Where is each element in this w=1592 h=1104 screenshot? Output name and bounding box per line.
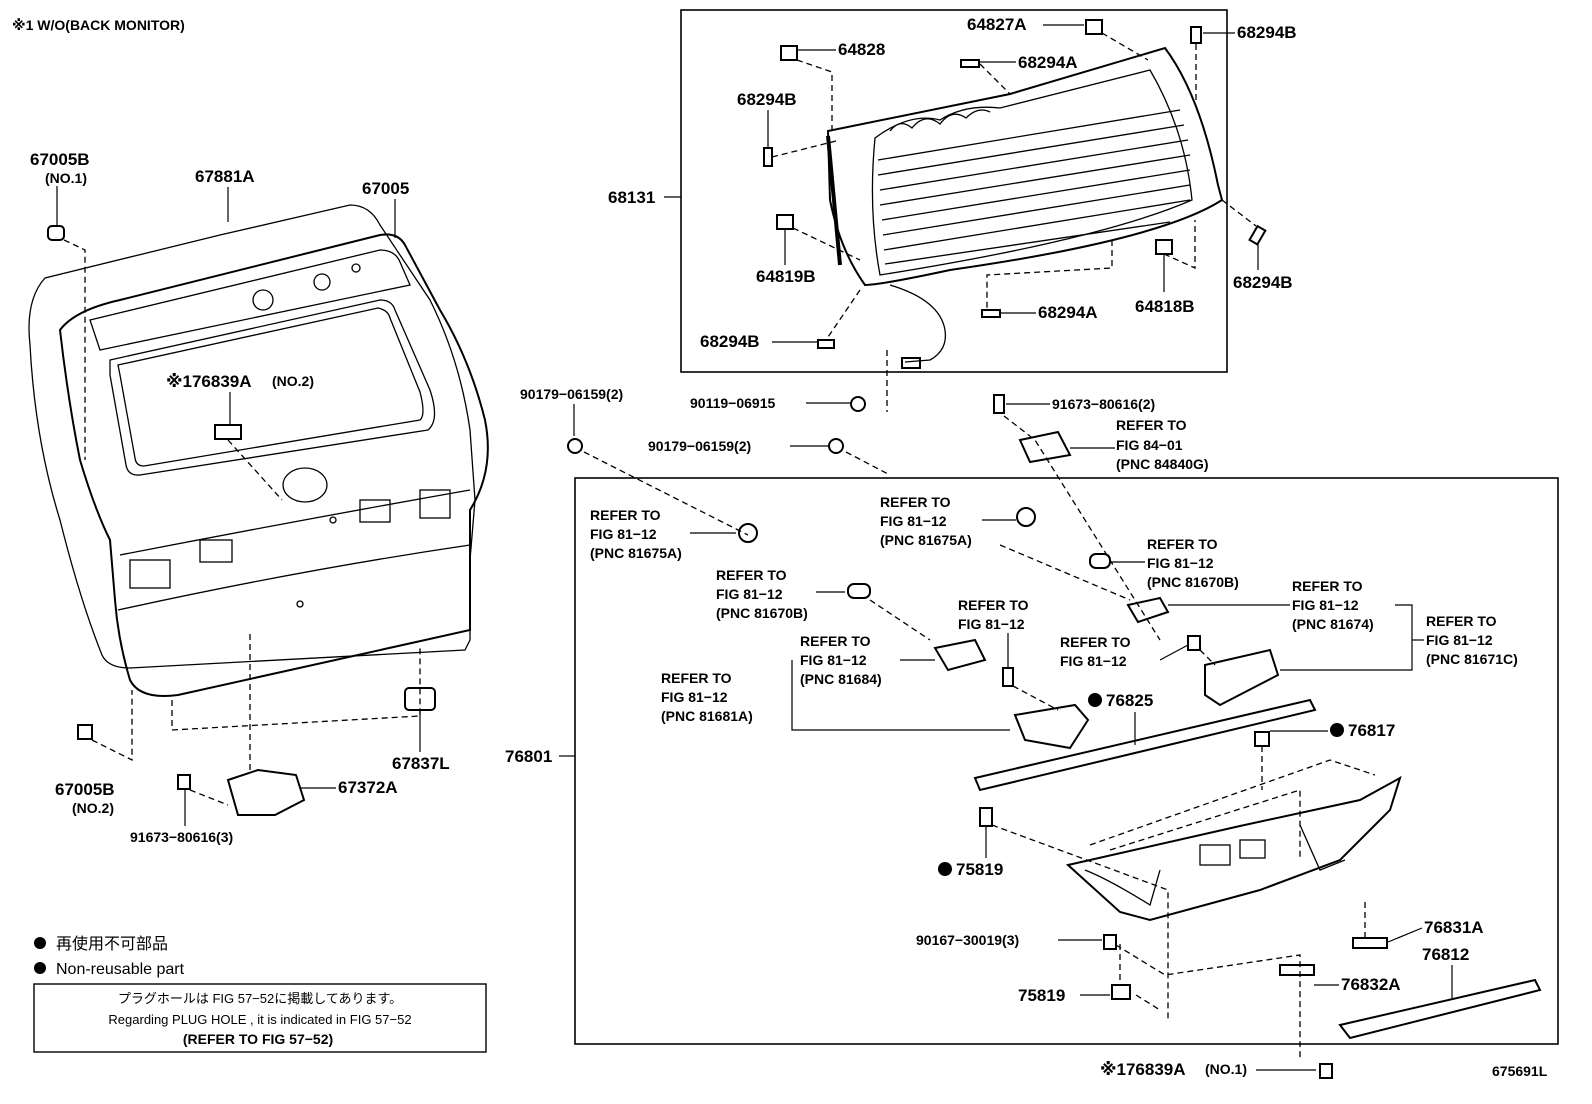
legend-dot-ja xyxy=(34,937,46,949)
legend-en: Non-reusable part xyxy=(56,961,185,978)
label-76839A-no1: ※176839A xyxy=(1100,1060,1186,1079)
label-68294B-d: 68294B xyxy=(700,332,760,351)
label-90119-06915: 90119−06915 xyxy=(690,395,775,411)
garnish-parts xyxy=(973,698,1542,1079)
ref-81684-l2: FIG 81−12 xyxy=(800,652,867,668)
label-64818B: 64818B xyxy=(1135,297,1195,316)
garnish-labels: 76825 76817 75819 90167−30019(3) 75819 7… xyxy=(916,691,1484,1079)
plug-note-ja: プラグホールは FIG 57−52に掲載してあります。 xyxy=(118,991,402,1006)
ref-81670B-left-l2: FIG 81−12 xyxy=(716,586,783,602)
label-76801: 76801 xyxy=(505,747,552,766)
label-76831A: 76831A xyxy=(1424,918,1484,937)
ref-81670B-right-l3: (PNC 81670B) xyxy=(1147,574,1239,590)
label-64828: 64828 xyxy=(838,40,885,59)
label-64827A: 64827A xyxy=(967,15,1027,34)
ref-81681A-l2: FIG 81−12 xyxy=(661,689,728,705)
note-without-back-monitor: ※1 W/O(BACK MONITOR) xyxy=(12,17,185,33)
plug-note-en: Regarding PLUG HOLE , it is indicated in… xyxy=(108,1012,411,1027)
plug-hole-note-box xyxy=(33,983,487,1053)
label-67005B-no1: 67005B xyxy=(30,150,90,169)
label-76839A-no2-sub: (NO.2) xyxy=(272,373,314,389)
ref-mid-left-l2: FIG 81−12 xyxy=(958,616,1025,632)
label-76817: 76817 xyxy=(1348,721,1395,740)
back-door-glass xyxy=(826,46,1224,363)
label-67837L: 67837L xyxy=(392,754,450,773)
non-reusable-dot xyxy=(1330,723,1344,737)
label-67881A: 67881A xyxy=(195,167,255,186)
ref-81670B-right-l1: REFER TO xyxy=(1147,536,1218,552)
label-67005B-no2-sub: (NO.2) xyxy=(72,800,114,816)
label-90167-30019-3: 90167−30019(3) xyxy=(916,932,1019,948)
label-68294A-b: 68294A xyxy=(1038,303,1098,322)
legend: 再使用不可部品 Non-reusable part プラグホールは FIG 57… xyxy=(33,935,487,1053)
middle-fasteners: 90179−06159(2) 90119−06915 90179−06159(2… xyxy=(520,386,1161,641)
ref-mid-right-l2: FIG 81−12 xyxy=(1060,653,1127,669)
glass-clips xyxy=(763,19,1267,369)
ref-mid-left-l1: REFER TO xyxy=(958,597,1029,613)
ref-81674-l1: REFER TO xyxy=(1292,578,1363,594)
ref-81670B-right-l2: FIG 81−12 xyxy=(1147,555,1214,571)
legend-dot-en xyxy=(34,962,46,974)
label-75819-a: 75819 xyxy=(956,860,1003,879)
ref-81684-l1: REFER TO xyxy=(800,633,871,649)
label-90179-06159-b: 90179−06159(2) xyxy=(648,438,751,454)
non-reusable-dot xyxy=(1088,693,1102,707)
label-68294A-a: 68294A xyxy=(1018,53,1078,72)
label-67005B-no1-sub: (NO.1) xyxy=(45,170,87,186)
ref-81684-l3: (PNC 81684) xyxy=(800,671,882,687)
ref-mid-right-l1: REFER TO xyxy=(1060,634,1131,650)
door-dashed-lines xyxy=(63,239,421,806)
label-68294B-a: 68294B xyxy=(1237,23,1297,42)
ref-84840G-l3: (PNC 84840G) xyxy=(1116,456,1209,472)
ref-84840G-l2: FIG 84−01 xyxy=(1116,437,1183,453)
ref-81670B-left-l3: (PNC 81670B) xyxy=(716,605,808,621)
ref-81675A-right-l1: REFER TO xyxy=(880,494,951,510)
label-67005: 67005 xyxy=(362,179,409,198)
ref-81674-l2: FIG 81−12 xyxy=(1292,597,1359,613)
label-64819B: 64819B xyxy=(756,267,816,286)
ref-81675A-right-l2: FIG 81−12 xyxy=(880,513,947,529)
ref-81671C-l2: FIG 81−12 xyxy=(1426,632,1493,648)
ref-81681A-l3: (PNC 81681A) xyxy=(661,708,753,724)
door-hardware xyxy=(47,225,436,816)
garnish-group-frame xyxy=(574,477,1559,1045)
label-67005B-no2: 67005B xyxy=(55,780,115,799)
legend-ja: 再使用不可部品 xyxy=(56,935,168,953)
label-68294B-c: 68294B xyxy=(1233,273,1293,292)
label-91673-80616-3: 91673−80616(3) xyxy=(130,829,233,845)
glass-dashed-lines xyxy=(771,32,1257,412)
label-67372A: 67372A xyxy=(338,778,398,797)
label-76825: 76825 xyxy=(1106,691,1153,710)
non-reusable-dot xyxy=(938,862,952,876)
label-68294B-b: 68294B xyxy=(737,90,797,109)
refer-blocks: REFER TO FIG 81−12 (PNC 81675A) REFER TO… xyxy=(590,494,1518,750)
ref-81675A-right-l3: (PNC 81675A) xyxy=(880,532,972,548)
ref-81675A-left-l1: REFER TO xyxy=(590,507,661,523)
glass-group-frame xyxy=(680,9,1228,373)
ref-81671C-l1: REFER TO xyxy=(1426,613,1497,629)
ref-81670B-left-l1: REFER TO xyxy=(716,567,787,583)
label-75819-b: 75819 xyxy=(1018,986,1065,1005)
ref-81681A-l1: REFER TO xyxy=(661,670,732,686)
diagram-code: 675691L xyxy=(1492,1063,1548,1079)
label-91673-80616-2: 91673−80616(2) xyxy=(1052,396,1155,412)
glass-labels: 64827A 68294B 64828 68294A 68294B 68131 … xyxy=(608,15,1297,351)
label-68131: 68131 xyxy=(608,188,655,207)
ref-81675A-left-l2: FIG 81−12 xyxy=(590,526,657,542)
ref-81671C-l3: (PNC 81671C) xyxy=(1426,651,1518,667)
plug-note-ref: (REFER TO FIG 57−52) xyxy=(183,1031,333,1047)
label-76812: 76812 xyxy=(1422,945,1469,964)
door-labels: 67005B (NO.1) 67881A 67005 ※176839A (NO.… xyxy=(30,150,450,845)
ref-84840G: REFER TO FIG 84−01 (PNC 84840G) xyxy=(1116,417,1209,472)
label-76832A: 76832A xyxy=(1341,975,1401,994)
back-door-panel xyxy=(28,204,489,697)
label-76839A-no2: ※176839A xyxy=(166,372,252,391)
ref-81674-l3: (PNC 81674) xyxy=(1292,616,1374,632)
label-76839A-no1-sub: (NO.1) xyxy=(1205,1061,1247,1077)
label-90179-06159-a: 90179−06159(2) xyxy=(520,386,623,402)
ref-84840G-l1: REFER TO xyxy=(1116,417,1187,433)
ref-81675A-left-l3: (PNC 81675A) xyxy=(590,545,682,561)
